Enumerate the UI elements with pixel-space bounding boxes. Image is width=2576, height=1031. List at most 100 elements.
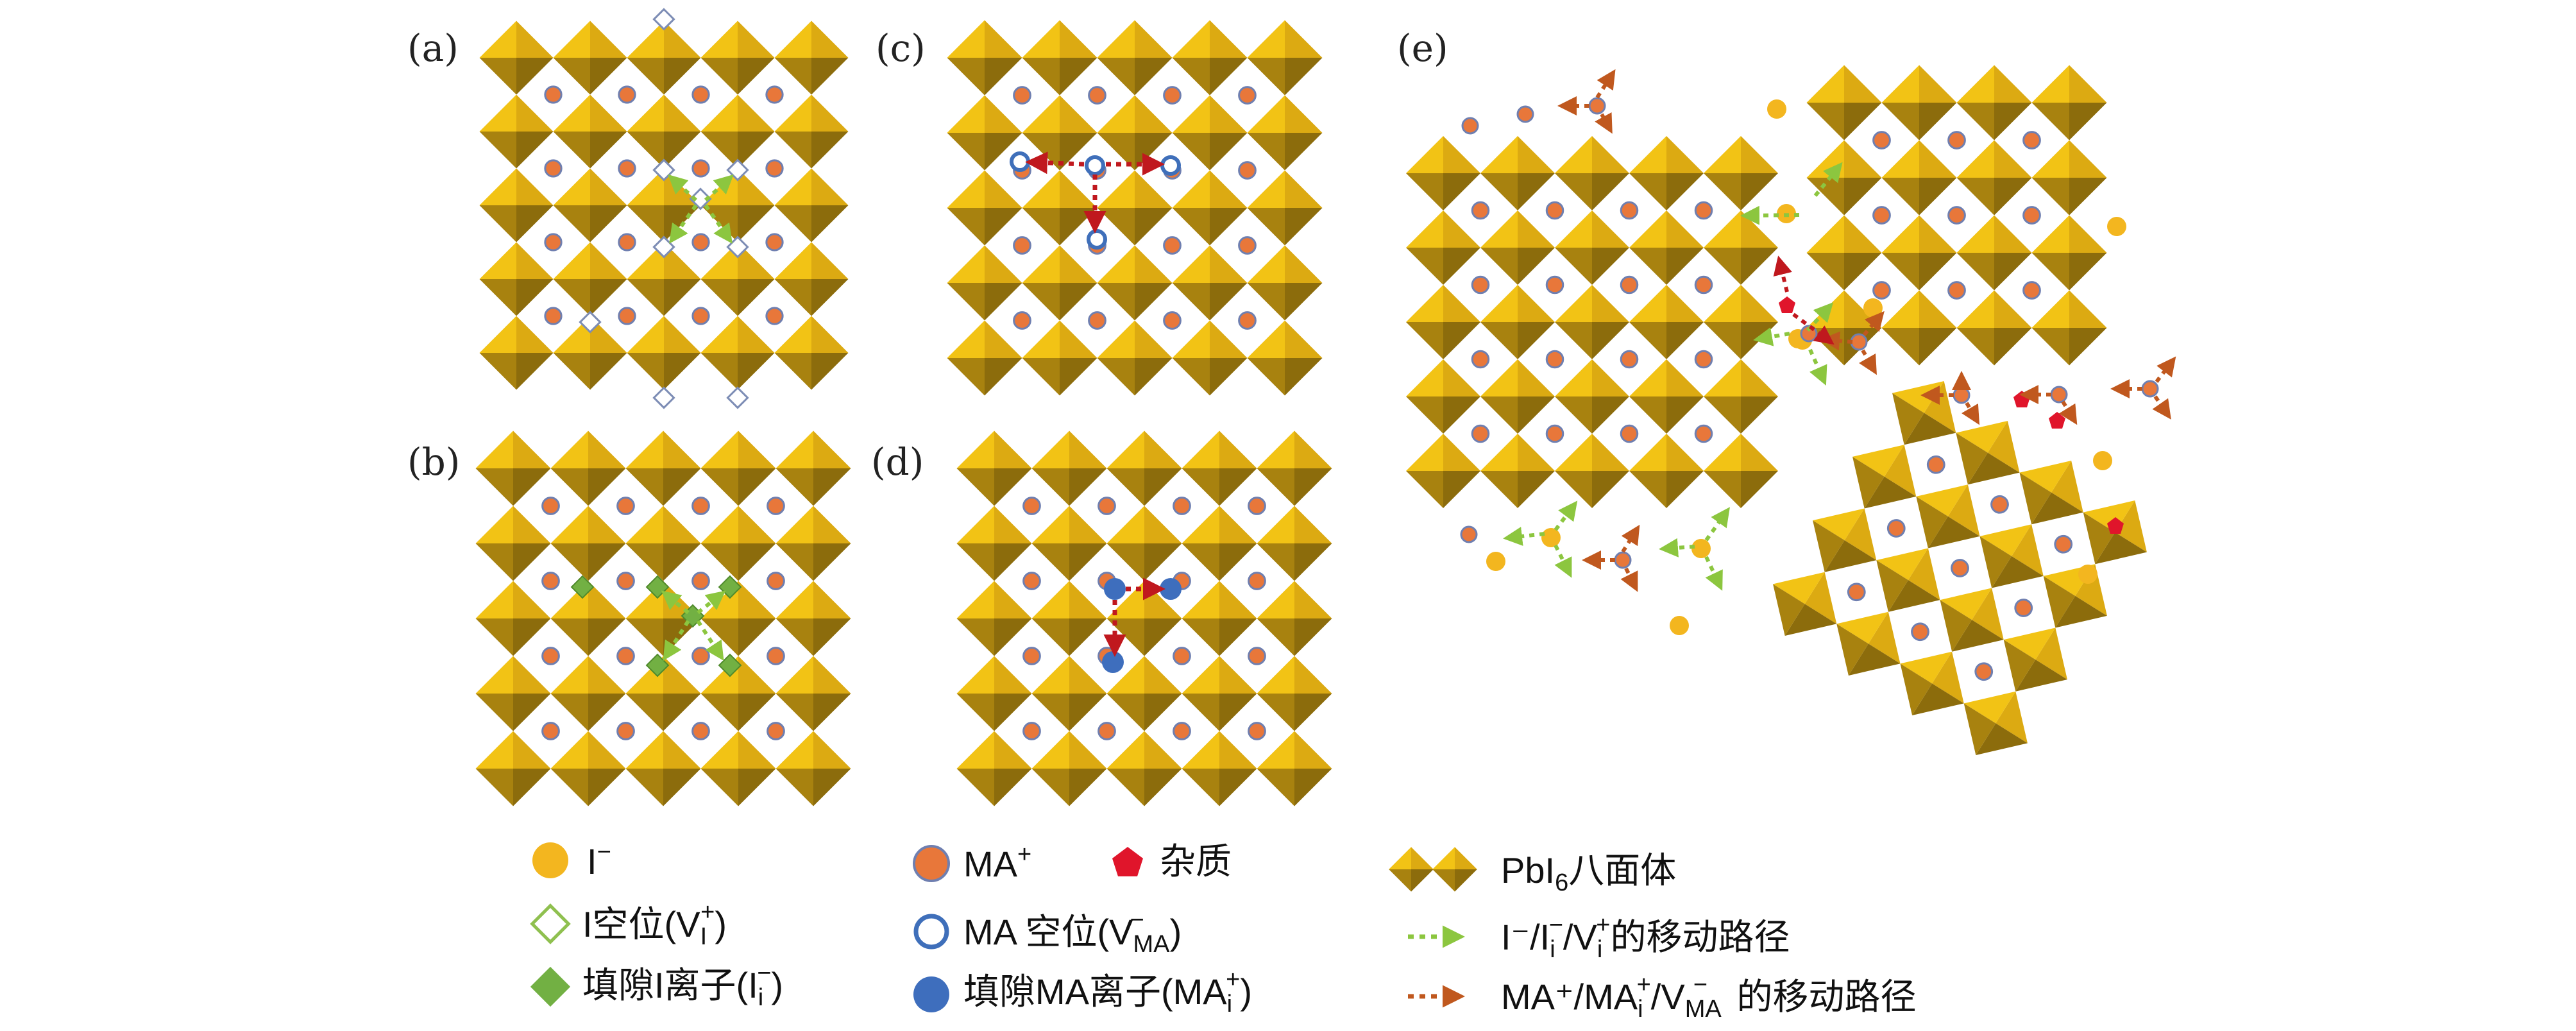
- panel-d-paths: [1103, 577, 1165, 657]
- pbi6-octahedron: [775, 506, 851, 581]
- pbi6-octahedron: [1704, 136, 1778, 210]
- pbi6-octahedron: [479, 316, 554, 390]
- legend-item-i-path: I⁻/Ii−/Vi+的移动路径: [1408, 912, 1790, 963]
- pbi6-octahedron: [1480, 359, 1555, 434]
- pbi6-octahedron: [2003, 627, 2067, 692]
- pbi6-octahedron: [700, 581, 776, 656]
- lattice-panel-a: [479, 21, 849, 390]
- ma-interstitial-marker: [1160, 578, 1182, 600]
- pbi6-octahedron: [947, 170, 1022, 246]
- pbi6-octahedron: [1406, 285, 1480, 359]
- pbi6-octahedron: [550, 506, 626, 581]
- ma-cation: [1238, 86, 1257, 105]
- pbi6-octahedron: [1480, 136, 1555, 210]
- ma-cation: [691, 159, 710, 178]
- pbi6-octahedron: [553, 316, 627, 390]
- lattice-panel-d: [956, 430, 1332, 806]
- pbi6-octahedron: [700, 506, 776, 581]
- i-vacancy-marker: [652, 235, 675, 259]
- legend-item-ma: MA+: [913, 841, 1031, 884]
- legend-item-iodide: I−: [532, 839, 611, 882]
- ma-cation: [1947, 281, 1966, 300]
- pbi6-octahedron: [947, 95, 1022, 171]
- ma-cation: [1620, 424, 1639, 443]
- ma-cation: [2054, 534, 2073, 554]
- i-interstitial-marker: [645, 653, 670, 677]
- legend-item-ma-path: MA⁺/MAi+/VMA− 的移动路径: [1408, 971, 1916, 1023]
- pbi6-octahedron: [1031, 581, 1107, 656]
- ma-cation: [544, 159, 563, 178]
- ma-cation: [1088, 311, 1106, 330]
- pbi6-octahedron: [1555, 359, 1629, 434]
- ma-cation: [616, 647, 635, 665]
- ma-cation: [1947, 131, 1966, 149]
- pbi6-octahedron: [1406, 434, 1480, 508]
- svg-text:MA 空位(VMA−): MA 空位(VMA−): [963, 907, 1182, 958]
- ma-cation: [541, 722, 560, 740]
- pbi6-octahedron: [627, 316, 701, 390]
- pbi6-octahedron: [1182, 581, 1257, 656]
- ma-cation: [1248, 572, 1266, 590]
- ma-cation: [618, 159, 636, 178]
- ma-cation: [1173, 647, 1191, 665]
- pbi6-octahedron: [1956, 290, 2032, 366]
- pbi6-octahedron: [956, 731, 1032, 806]
- ma-cation: [1013, 86, 1031, 105]
- pbi6-octahedron: [1106, 731, 1182, 806]
- legend-item-i-vacancy: I空位(VI+): [530, 899, 727, 950]
- pbi6-octahedron: [479, 242, 554, 316]
- legend-item-ma-vacancy: MA 空位(VMA−): [913, 907, 1182, 958]
- panel-e-red-paths: [1773, 255, 1835, 345]
- ma-cation: [1022, 722, 1041, 740]
- ma-cation: [541, 572, 560, 590]
- pbi6-octahedron: [775, 581, 851, 656]
- ma-cation: [541, 497, 560, 515]
- pbi6-octahedron: [2031, 140, 2107, 216]
- pbi6-octahedron: [1956, 65, 2032, 141]
- ma-cation: [691, 722, 710, 740]
- pbi6-octahedron: [1480, 285, 1555, 359]
- panel-e-orange-paths: [1557, 69, 2176, 592]
- legend: I− I空位(VI+) 填隙I离子(Ii−) MA+ 杂质: [530, 839, 1916, 1023]
- ma-cation: [691, 85, 710, 104]
- ma-cation: [1694, 350, 1713, 369]
- ma-cation: [1022, 647, 1041, 665]
- i-vacancy-marker: [726, 386, 749, 409]
- panel-label-d: (d): [871, 440, 924, 484]
- ma-cation: [1872, 206, 1891, 225]
- ma-cation: [1013, 236, 1031, 255]
- ma-cation: [616, 497, 635, 515]
- ma-interstitial-marker: [1102, 651, 1124, 673]
- pbi6-octahedron: [700, 242, 775, 316]
- impurity-marker: [2107, 517, 2124, 534]
- pbi6-octahedron: [774, 316, 849, 390]
- pbi6-octahedron: [956, 581, 1032, 656]
- pbi6-octahedron: [700, 731, 776, 806]
- pbi6-octahedron: [1806, 215, 1882, 291]
- ma-cation: [691, 307, 710, 325]
- ma-cation: [1173, 497, 1191, 515]
- ma-cation: [1022, 497, 1041, 515]
- pbi6-octahedron: [479, 21, 554, 95]
- ma-cation: [541, 647, 560, 665]
- pbi6-octahedron: [1097, 320, 1173, 396]
- legend-item-octahedron: PbI6八面体: [1389, 847, 1676, 896]
- pbi6-octahedron: [1979, 524, 2044, 588]
- ma-cation: [767, 722, 785, 740]
- lattice-panel-b: [475, 430, 851, 806]
- ma-cation: [1974, 662, 1994, 681]
- ma-vacancy-icon: [913, 914, 949, 950]
- ma-vacancy-marker: [1085, 155, 1105, 176]
- pbi6-octahedron: [1182, 430, 1257, 506]
- pbi6-octahedron: [625, 430, 701, 506]
- pbi6-octahedron: [956, 430, 1032, 506]
- legend-item-ma-interstitial: 填隙MA离子(MAi+): [913, 966, 1252, 1018]
- ma-cation: [1471, 424, 1490, 443]
- ma-cation: [1872, 131, 1891, 149]
- pbi6-octahedron: [1704, 210, 1778, 285]
- pbi6-octahedron: [1704, 434, 1778, 508]
- panel-e-ma-ions: [1460, 97, 2159, 569]
- pbi6-octahedron: [1097, 170, 1173, 246]
- ma-cation: [765, 159, 784, 178]
- svg-text:杂质: 杂质: [1160, 841, 1232, 882]
